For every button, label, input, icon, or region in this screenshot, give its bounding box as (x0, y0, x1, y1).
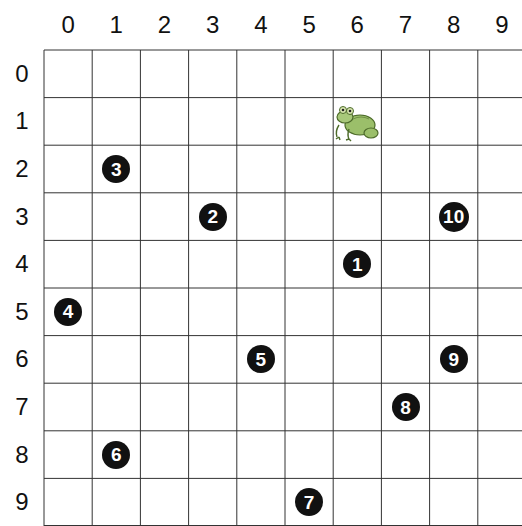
callout-label: 9 (448, 350, 459, 369)
grid-lines (44, 50, 522, 526)
callout-label: 5 (256, 350, 267, 369)
callout-number: 7 (295, 488, 323, 516)
column-number: 0 (61, 13, 74, 37)
callout-label: 2 (207, 207, 218, 226)
row-number: 9 (15, 490, 28, 514)
column-number: 1 (110, 13, 123, 37)
callout-number: 2 (199, 203, 227, 231)
row-number: 0 (15, 62, 28, 86)
callout-number: 5 (247, 345, 275, 373)
row-number: 7 (15, 395, 28, 419)
row-number: 1 (15, 109, 28, 133)
column-number: 2 (158, 13, 171, 37)
callout-label: 4 (63, 302, 74, 321)
column-number: 6 (351, 13, 364, 37)
column-number: 4 (254, 13, 267, 37)
column-number: 9 (495, 13, 508, 37)
column-number: 7 (399, 13, 412, 37)
callout-number: 3 (102, 155, 130, 183)
row-number: 6 (15, 347, 28, 371)
callout-label: 8 (400, 398, 411, 417)
callout-label: 7 (304, 493, 315, 512)
callout-label: 3 (111, 160, 122, 179)
callout-label: 1 (352, 255, 363, 274)
callout-number: 9 (440, 345, 468, 373)
callout-label: 10 (443, 207, 464, 226)
callout-number: 1 (343, 250, 371, 278)
row-number: 5 (15, 300, 28, 324)
column-number: 3 (206, 13, 219, 37)
row-number: 4 (15, 252, 28, 276)
column-number: 5 (302, 13, 315, 37)
frog-icon (336, 107, 378, 142)
callout-number: 8 (392, 393, 420, 421)
row-number: 8 (15, 443, 28, 467)
column-number: 8 (447, 13, 460, 37)
callout-number: 6 (102, 441, 130, 469)
callout-number: 4 (54, 298, 82, 326)
row-number: 2 (15, 157, 28, 181)
callout-label: 6 (111, 445, 122, 464)
callout-number: 10 (439, 202, 469, 232)
row-number: 3 (15, 205, 28, 229)
